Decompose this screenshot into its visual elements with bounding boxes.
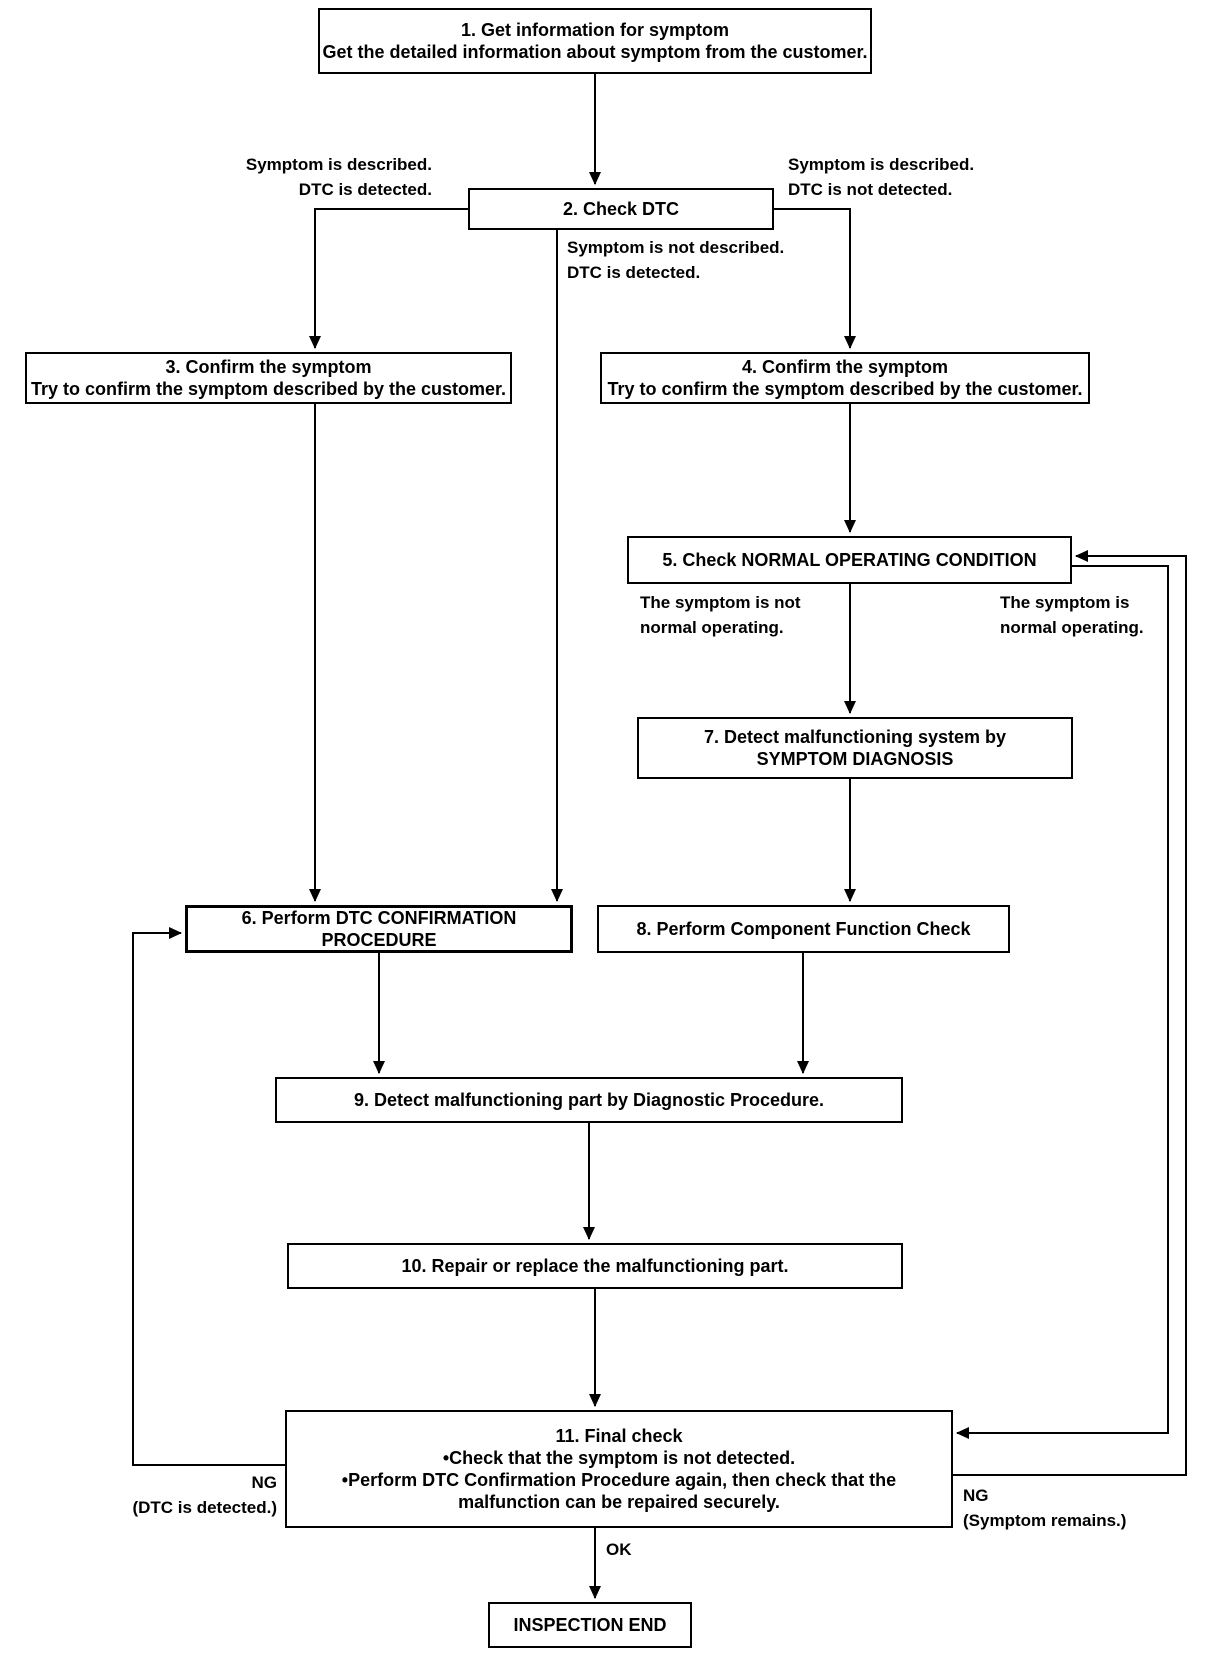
edge-11-to-6-ng — [132, 927, 285, 1466]
edge-2-to-3 — [309, 208, 468, 349]
node-text: 2. Check DTC — [562, 199, 680, 219]
node-text: 10. Repair or replace the malfunctioning… — [401, 1256, 789, 1276]
node-5-check-normal-operating-condition: 5. Check NORMAL OPERATING CONDITION — [627, 536, 1072, 584]
node-8-component-function-check: 8. Perform Component Function Check — [597, 905, 1010, 953]
node-text: INSPECTION END — [513, 1615, 667, 1635]
node-2-check-dtc: 2. Check DTC — [468, 188, 774, 230]
node-text: 4. Confirm the symptom — [741, 357, 949, 377]
node-text: Get the detailed information about sympt… — [322, 42, 868, 62]
edge-label-ng-symptom-remains: NG (Symptom remains.) — [963, 1486, 1127, 1530]
node-7-symptom-diagnosis: 7. Detect malfunctioning system by SYMPT… — [637, 717, 1073, 779]
node-text: 1. Get information for symptom — [460, 20, 730, 40]
edge-label-symptom-described-dtc-detected: Symptom is described. DTC is detected. — [245, 155, 432, 199]
edge-label-ng-dtc-detected: NG (DTC is detected.) — [132, 1473, 277, 1517]
node-text: 5. Check NORMAL OPERATING CONDITION — [662, 550, 1037, 570]
node-text: 3. Confirm the symptom — [165, 357, 372, 377]
node-text: 8. Perform Component Function Check — [636, 919, 971, 939]
node-9-detect-malfunctioning-part: 9. Detect malfunctioning part by Diagnos… — [275, 1077, 903, 1123]
edge-label-symptom-normal-operating: The symptom is normal operating. — [1000, 593, 1144, 637]
edge-5-to-11-normal — [956, 565, 1169, 1439]
node-3-confirm-symptom: 3. Confirm the symptom Try to confirm th… — [25, 352, 512, 404]
node-11-final-check: 11. Final check •Check that the symptom … — [285, 1410, 953, 1528]
node-text: 11. Final check — [555, 1426, 683, 1446]
node-text: Try to confirm the symptom described by … — [30, 379, 507, 399]
node-4-confirm-symptom: 4. Confirm the symptom Try to confirm th… — [600, 352, 1090, 404]
edge-label-symptom-not-normal-operating: The symptom is not normal operating. — [640, 593, 801, 637]
edge-2-to-4 — [774, 208, 856, 349]
node-6-dtc-confirmation-procedure: 6. Perform DTC CONFIRMATION PROCEDURE — [185, 905, 573, 953]
edge-label-ok: OK — [606, 1540, 632, 1559]
node-1-get-information: 1. Get information for symptom Get the d… — [318, 8, 872, 74]
edge-label-symptom-described-dtc-not-detected: Symptom is described. DTC is not detecte… — [788, 155, 975, 199]
node-text: •Check that the symptom is not detected. — [442, 1448, 796, 1468]
node-text: 6. Perform DTC CONFIRMATION PROCEDURE — [241, 908, 517, 950]
node-inspection-end: INSPECTION END — [488, 1602, 692, 1648]
node-text: SYMPTOM DIAGNOSIS — [756, 749, 954, 769]
edge-11-to-5-ng — [953, 550, 1187, 1476]
node-10-repair-or-replace: 10. Repair or replace the malfunctioning… — [287, 1243, 903, 1289]
node-text: malfunction can be repaired securely. — [458, 1492, 780, 1512]
node-text: Try to confirm the symptom described by … — [607, 379, 1083, 399]
node-text: •Perform DTC Confirmation Procedure agai… — [341, 1470, 897, 1490]
node-text: 7. Detect malfunctioning system by — [703, 727, 1007, 747]
node-text: 9. Detect malfunctioning part by Diagnos… — [353, 1090, 825, 1110]
edge-label-symptom-not-described-dtc-detected: Symptom is not described. DTC is detecte… — [567, 238, 785, 282]
